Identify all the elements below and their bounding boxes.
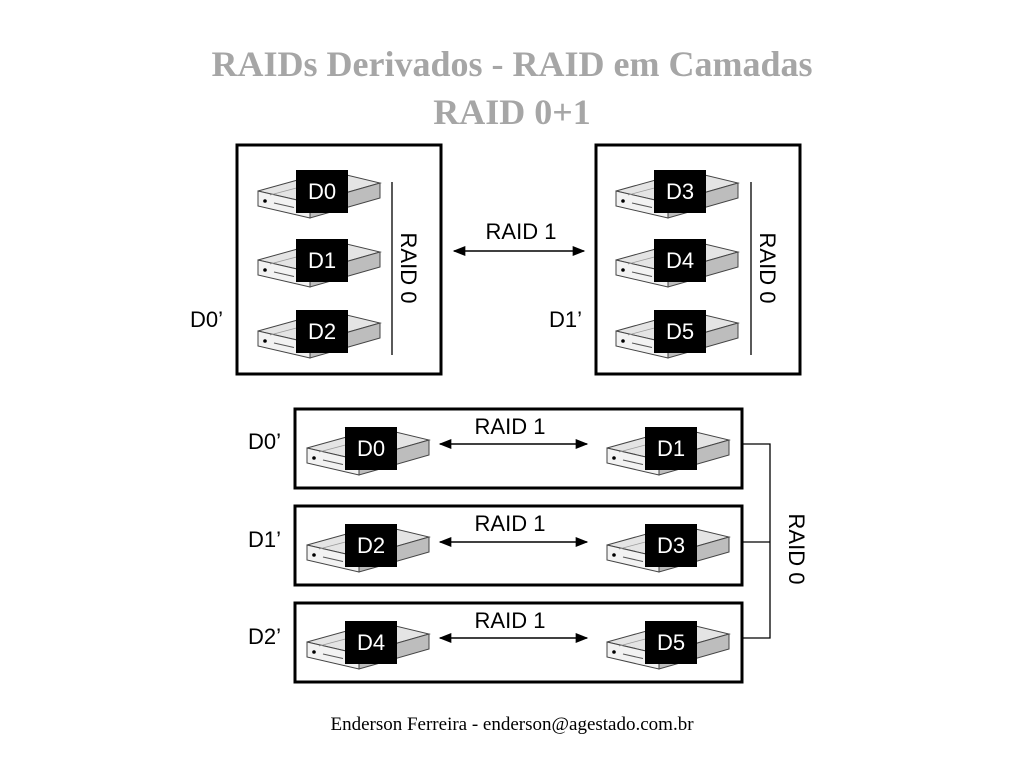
disk-label: D1 bbox=[308, 248, 336, 273]
footer-credit: Enderson Ferreira - enderson@agestado.co… bbox=[330, 714, 694, 735]
hard-disk-icon: D0 bbox=[257, 170, 382, 219]
raid1-label: RAID 1 bbox=[475, 608, 546, 633]
disk-label: D3 bbox=[657, 533, 685, 558]
hard-disk-icon: D0 bbox=[306, 427, 431, 476]
disk-label-plate bbox=[654, 239, 706, 282]
hard-disk-icon: D1 bbox=[606, 427, 731, 476]
raid0-group-box bbox=[235, 143, 443, 376]
hard-disk-icon: D1 bbox=[257, 239, 382, 288]
slide-title-line1: RAIDs Derivados - RAID em Camadas bbox=[211, 44, 813, 84]
disk-label-plate bbox=[296, 239, 348, 282]
disk-label-plate bbox=[296, 170, 348, 213]
pair-label: D0’ bbox=[248, 429, 281, 454]
disk-label-plate bbox=[645, 427, 697, 470]
disk-label-plate bbox=[296, 310, 348, 353]
disk-label: D2 bbox=[357, 533, 385, 558]
raid1-label: RAID 1 bbox=[486, 219, 557, 244]
raid0-group-box bbox=[594, 143, 802, 376]
slide-title-line2: RAID 0+1 bbox=[433, 92, 591, 132]
hard-disk-icon: D2 bbox=[306, 524, 431, 573]
disk-label: D5 bbox=[657, 630, 685, 655]
raid1-pair-box bbox=[293, 504, 744, 587]
disk-label-plate bbox=[345, 524, 397, 567]
hard-disk-icon: D2 bbox=[257, 310, 382, 359]
pair-label: D2’ bbox=[248, 624, 281, 649]
disk-label-plate bbox=[654, 170, 706, 213]
hard-disk-icon: D3 bbox=[615, 170, 740, 219]
hard-disk-icon: D4 bbox=[615, 239, 740, 288]
disk-label: D2 bbox=[308, 319, 336, 344]
raid0-label: RAID 0 bbox=[784, 514, 809, 585]
raid1-pair-box bbox=[293, 407, 744, 490]
raid0-label: RAID 0 bbox=[396, 233, 421, 304]
group-label: D1’ bbox=[549, 307, 582, 332]
disk-label: D4 bbox=[666, 248, 694, 273]
disk-label: D0 bbox=[357, 436, 385, 461]
raid0-connector bbox=[742, 443, 771, 639]
disk-label: D1 bbox=[657, 436, 685, 461]
disk-label: D4 bbox=[357, 630, 385, 655]
raid1-label: RAID 1 bbox=[475, 511, 546, 536]
disk-label-plate bbox=[645, 621, 697, 664]
disk-label: D0 bbox=[308, 179, 336, 204]
hard-disk-icon: D5 bbox=[615, 310, 740, 359]
disk-label-plate bbox=[654, 310, 706, 353]
pair-label: D1’ bbox=[248, 527, 281, 552]
raid0-label: RAID 0 bbox=[755, 233, 780, 304]
disk-label-plate bbox=[345, 621, 397, 664]
disk-label-plate bbox=[645, 524, 697, 567]
disk-label: D3 bbox=[666, 179, 694, 204]
hard-disk-icon: D5 bbox=[606, 621, 731, 670]
group-label: D0’ bbox=[190, 307, 223, 332]
disk-label: D5 bbox=[666, 319, 694, 344]
hard-disk-icon: D3 bbox=[606, 524, 731, 573]
raid1-pair-box bbox=[293, 601, 744, 684]
hard-disk-icon: D4 bbox=[306, 621, 431, 670]
raid1-label: RAID 1 bbox=[475, 414, 546, 439]
disk-label-plate bbox=[345, 427, 397, 470]
